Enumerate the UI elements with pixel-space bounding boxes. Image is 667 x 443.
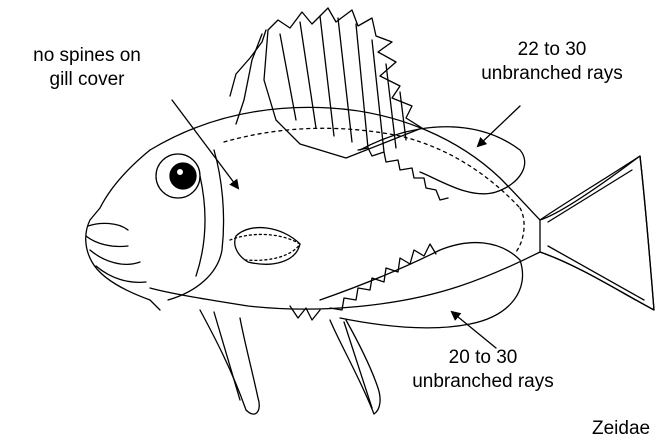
pelvic-fin: [200, 310, 259, 414]
dorsal-fin-annotation-line1: 22 to 30: [452, 38, 652, 62]
caudal-fin: [540, 156, 654, 310]
fish-body: [150, 107, 654, 310]
anal-fin-annotation-line2: unbranched rays: [378, 370, 588, 394]
gill-cover-annotation-line2: gill cover: [6, 68, 168, 92]
gill-cover-annotation: no spines on gill cover: [6, 44, 168, 92]
fish-head: [86, 150, 224, 310]
dorsal-fin-pointer: [478, 106, 520, 146]
gill-cover-annotation-line1: no spines on: [6, 44, 168, 68]
anal-fin-pointer: [452, 312, 496, 348]
anal-fin-annotation: 20 to 30 unbranched rays: [378, 346, 588, 394]
dorsal-fin-annotation-line2: unbranched rays: [452, 62, 652, 86]
pectoral-fin: [235, 228, 300, 265]
dorsal-fin-annotation: 22 to 30 unbranched rays: [452, 38, 652, 86]
family-name: Zeidae: [592, 417, 650, 441]
anal-fin-annotation-line1: 20 to 30: [378, 346, 588, 370]
